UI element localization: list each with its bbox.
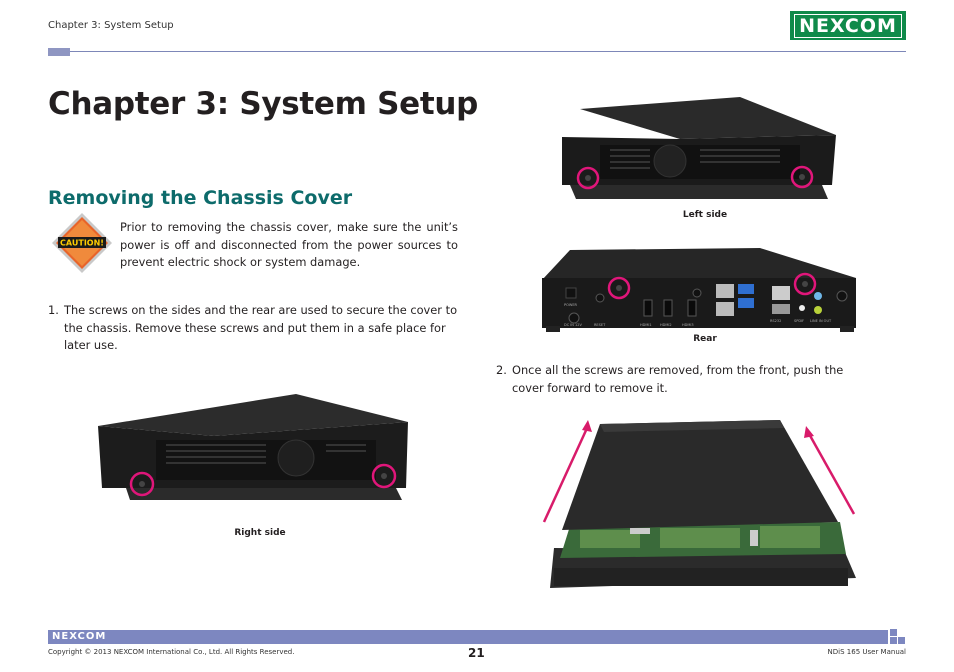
step-text: Once all the screws are removed, from th… bbox=[512, 363, 844, 395]
caption-left-side: Left side bbox=[682, 210, 728, 220]
nexcom-logo: NEXCOM bbox=[790, 11, 906, 40]
step-text: The screws on the sides and the rear are… bbox=[64, 303, 458, 352]
label-hdmi2: HDMI2 bbox=[660, 323, 672, 327]
caution-label: CAUTION! bbox=[60, 239, 104, 248]
right-side-photo bbox=[98, 394, 408, 500]
step-2: 2. Once all the screws are removed, from… bbox=[496, 362, 866, 397]
header-accent-bar bbox=[48, 48, 70, 56]
label-dc-in: DC IN 12V bbox=[564, 323, 582, 327]
label-power: POWER bbox=[564, 303, 578, 307]
rear-photo: POWER DC IN 12V RESET HDMI1 HDMI2 HDMI3 … bbox=[542, 248, 856, 332]
step-1: 1. The screws on the sides and the rear … bbox=[48, 302, 458, 355]
step-number: 1. bbox=[48, 303, 59, 317]
header-rule bbox=[48, 51, 906, 52]
section-title: Removing the Chassis Cover bbox=[48, 187, 353, 209]
logo-text: NEXCOM bbox=[794, 13, 902, 38]
running-header: Chapter 3: System Setup bbox=[48, 20, 174, 31]
left-side-photo bbox=[562, 97, 836, 199]
label-hdmi3: HDMI3 bbox=[682, 323, 694, 327]
page-number: 21 bbox=[468, 646, 485, 660]
label-hdmi1: HDMI1 bbox=[640, 323, 652, 327]
caption-right-side: Right side bbox=[234, 528, 286, 538]
label-rs232: RS232 bbox=[770, 319, 781, 323]
caption-rear: Rear bbox=[693, 334, 717, 344]
copyright-text: Copyright © 2013 NEXCOM International Co… bbox=[48, 648, 295, 656]
label-line-out: LINE IN OUT bbox=[810, 319, 832, 323]
caution-icon: CAUTION! bbox=[52, 213, 112, 273]
footer-bar bbox=[48, 630, 888, 644]
label-reset: RESET bbox=[594, 323, 606, 327]
footer-logo: NEXCOM bbox=[52, 631, 107, 642]
step-number: 2. bbox=[496, 363, 507, 377]
caution-text: Prior to removing the chassis cover, mak… bbox=[120, 220, 458, 269]
footer-squares bbox=[890, 629, 906, 645]
manual-title: NDiS 165 User Manual bbox=[827, 648, 906, 656]
page-title: Chapter 3: System Setup bbox=[48, 86, 479, 122]
label-spdif: SPDIF bbox=[794, 319, 804, 323]
cover-removal-photo bbox=[542, 420, 856, 588]
